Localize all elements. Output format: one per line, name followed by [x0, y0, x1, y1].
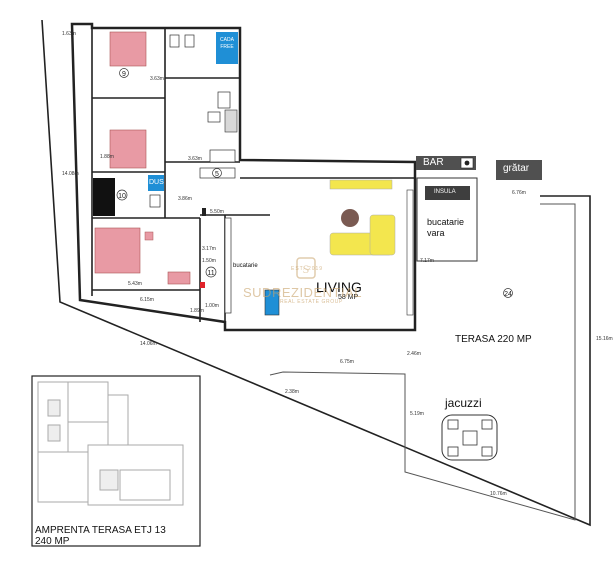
bucatarie-vara-label: bucatarie vara: [427, 217, 465, 238]
living-label: LIVING: [316, 279, 362, 295]
dim-top-left: 1.63m: [62, 31, 76, 37]
dus-block: [148, 175, 164, 191]
dim-living-bottom: 6.75m: [340, 359, 354, 365]
thumbnail-plan: [37, 381, 184, 506]
amprenta-label: AMPRENTA TERASA ETJ 13 240 MP: [35, 525, 166, 547]
dim-corridor: 6.15m: [140, 297, 154, 303]
dim-bed3-w: 5.43m: [128, 281, 142, 287]
nightstand-2: [144, 231, 154, 241]
dim-kitchen: 5.50m: [210, 209, 224, 215]
dim-bed2-h: 1.88m: [100, 154, 114, 160]
bar-label: BAR: [423, 157, 444, 168]
dim-wall-b: 2.38m: [285, 389, 299, 395]
dim-small-a: 1.50m: [202, 258, 216, 264]
gratar-label: grătar: [503, 163, 530, 174]
dim-terrace-left: 7.17m: [420, 258, 434, 264]
kitchen-unit: [264, 289, 280, 316]
window-right: [406, 189, 414, 316]
dim-terrace-right: 15.16m: [596, 336, 613, 342]
living-area-label: 58 MP: [338, 294, 359, 301]
dim-small-b: 1.89m: [190, 308, 204, 314]
insula-block: [425, 186, 470, 200]
room-number-10: 10: [118, 193, 126, 200]
jacuzzi-label: jacuzzi: [445, 396, 482, 410]
sofa-top: [329, 179, 393, 190]
watermark-logo: S: [296, 257, 316, 279]
watermark-brand: SUDREZIDENTIAL: [243, 285, 362, 300]
bed-2: [109, 129, 147, 169]
watermark-est: EST. 2019: [291, 266, 324, 272]
apartment-walls: [70, 22, 417, 332]
dim-small-c: 1.00m: [205, 303, 219, 309]
dim-left-long: 14.08m: [62, 171, 79, 177]
gratar-block: [496, 160, 542, 180]
terrace-outline: [41, 19, 591, 527]
dim-hall-v: 3.86m: [178, 196, 192, 202]
dim-hall: 3.63m: [188, 156, 202, 162]
watermark-tagline: REAL ESTATE GROUP: [280, 299, 343, 305]
dim-terrace-bottom: 10.76m: [490, 491, 507, 497]
interior-walls: [91, 28, 415, 322]
bucatarie-label: bucatarie: [233, 263, 258, 269]
table-round: [341, 209, 359, 227]
kitchen-counter: [224, 217, 232, 314]
bed-1: [109, 31, 147, 67]
svg-text:S: S: [303, 262, 310, 276]
insula-label: INSULA: [434, 189, 456, 195]
washer: [224, 109, 238, 133]
dim-kitchen-v: 3.17m: [202, 246, 216, 252]
room-number-9: 9: [122, 71, 126, 78]
dim-jacuzzi-v: 5.19m: [410, 411, 424, 417]
dim-terrace-top: 6.76m: [512, 190, 526, 196]
room-number-5: 5: [215, 171, 219, 178]
terasa-label: TERASA 220 MP: [455, 334, 532, 345]
bed-3: [94, 227, 141, 274]
column: [202, 208, 206, 216]
nightstand: [167, 271, 191, 285]
bathtub-black: [93, 178, 115, 216]
room-circles: [116, 68, 513, 298]
room-number-11: 11: [207, 270, 214, 277]
dus-label: DUS: [149, 179, 164, 186]
cada-free-label: CADA FREE: [220, 37, 234, 50]
sofa-l-2: [369, 214, 396, 256]
dim-diag: 14.06m: [140, 341, 157, 347]
jacuzzi-seats: [447, 419, 493, 457]
cada-free-block: [216, 32, 238, 64]
room-number-24: 24: [504, 291, 512, 298]
dim-wall-a: 2.46m: [407, 351, 421, 357]
dim-bed1-w: 3.63m: [150, 76, 164, 82]
terrace-inner-outline: [269, 203, 576, 521]
red-accent: [200, 282, 205, 288]
bar-icon-dot: [464, 160, 470, 166]
